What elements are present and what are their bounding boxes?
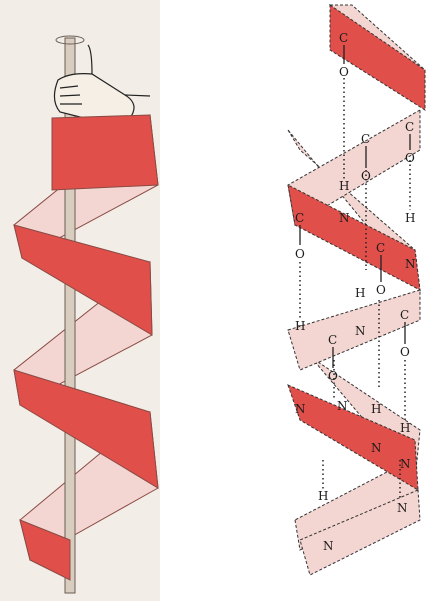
atom-label: H [339, 179, 349, 193]
left-helix-model [14, 36, 158, 593]
atom-label: O [339, 65, 349, 79]
atom-label: H [400, 421, 410, 435]
atom-label: C [361, 132, 370, 146]
atom-label: N [339, 211, 350, 225]
atom-label: N [323, 539, 334, 553]
atom-label: N [371, 441, 382, 455]
atom-label: N [405, 257, 416, 271]
atom-label: O [328, 369, 338, 383]
atom-label: O [376, 283, 386, 297]
atom-label: N [295, 402, 306, 416]
atom-label: C [376, 241, 385, 255]
atom-label: H [318, 489, 328, 503]
atom-label: C [400, 308, 409, 322]
atom-label: C [405, 120, 414, 134]
atom-label: O [361, 169, 371, 183]
atom-label: O [405, 151, 415, 165]
atom-label: H [405, 211, 415, 225]
ribbon-front-segment [52, 115, 158, 190]
atom-label: N [337, 399, 348, 413]
atom-label: C [295, 211, 304, 225]
atom-label: H [371, 402, 381, 416]
atom-label: O [295, 247, 305, 261]
right-helix-model: C O C O C O H H N C O N C O H N C O H N [288, 5, 425, 575]
atom-label: O [400, 345, 410, 359]
atom-label: C [339, 31, 348, 45]
atom-label: C [328, 333, 337, 347]
atom-label: N [400, 457, 411, 471]
atom-label: H [355, 286, 365, 300]
atom-label: H [295, 319, 305, 333]
atom-label: N [397, 501, 408, 515]
atom-label: N [355, 324, 366, 338]
